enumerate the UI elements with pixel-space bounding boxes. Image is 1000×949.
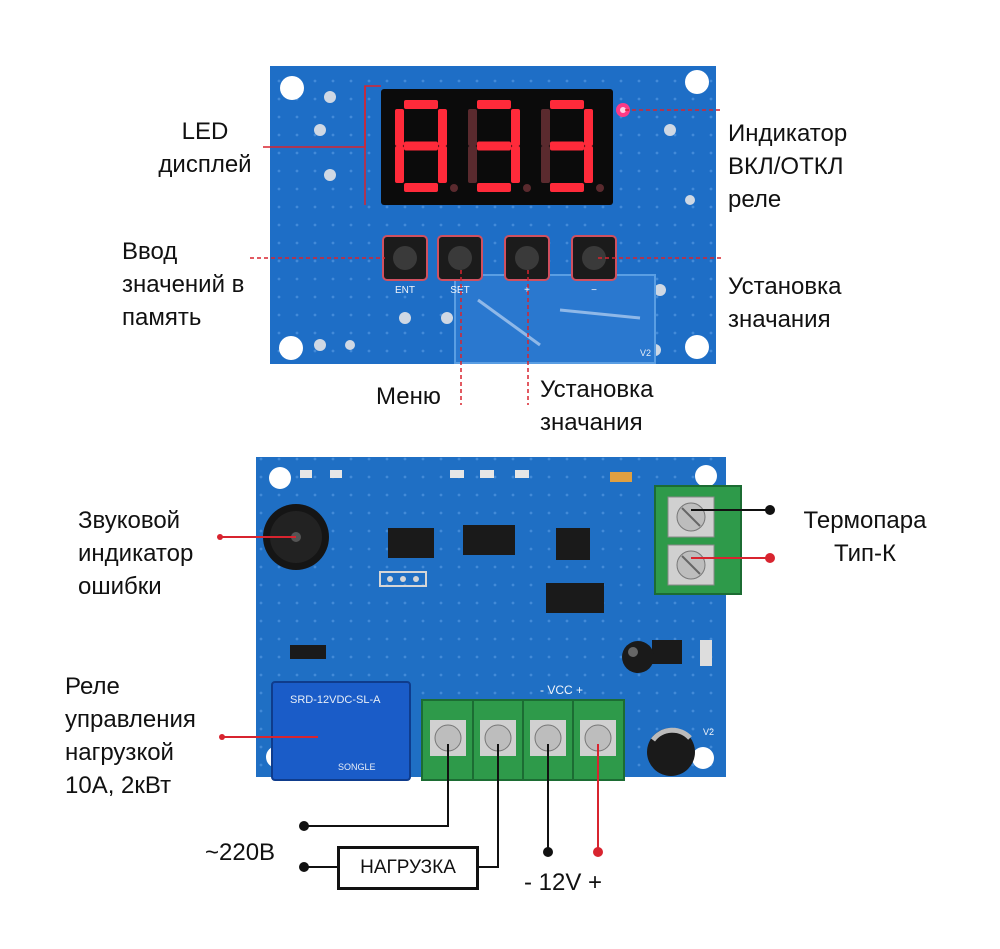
led-segment	[550, 183, 584, 192]
top-board-marking: V2	[640, 348, 651, 358]
label-thermocouple: Термопара Тип-К	[803, 507, 927, 567]
led-segment	[511, 109, 520, 146]
led-segment	[404, 183, 438, 192]
led-digits	[395, 100, 604, 192]
label-load: НАГРУЗКА	[337, 846, 479, 890]
label-set-value-right: Установка значания	[728, 273, 842, 333]
set-button-label: SET	[450, 285, 469, 296]
mount-hole-icon	[279, 336, 303, 360]
label-menu: Меню	[376, 383, 441, 410]
mount-hole-icon	[695, 465, 717, 487]
led-segment	[395, 146, 404, 183]
led-segment	[438, 146, 447, 183]
power-terminal	[421, 699, 625, 781]
ic-chip	[388, 528, 434, 558]
mount-hole-icon	[280, 76, 304, 100]
minus-button[interactable]: −	[571, 235, 617, 296]
label-led-display: LED дисплей	[158, 118, 252, 178]
callout-dots	[217, 505, 775, 872]
led-segment	[404, 141, 438, 151]
label-mains: ~220В	[205, 839, 276, 866]
ic-chip	[546, 583, 604, 613]
label-supply: - 12V +	[524, 869, 603, 896]
bottom-board-marking: V2	[703, 727, 714, 737]
mount-hole-icon	[269, 467, 291, 489]
set-button[interactable]: SET	[437, 235, 483, 296]
led-segment	[584, 146, 593, 183]
led-segment	[541, 146, 550, 183]
led-segment	[477, 183, 511, 192]
mount-hole-icon	[692, 747, 714, 769]
label-set-value-bottom: Установка значания	[540, 376, 654, 436]
led-segment	[550, 100, 584, 109]
plus-button[interactable]: +	[504, 235, 550, 296]
led-decimal-point	[523, 184, 531, 192]
capacitor-icon	[647, 728, 695, 776]
callout-lines	[220, 85, 770, 868]
led-segment	[468, 146, 477, 183]
led-segment	[541, 109, 550, 146]
label-relay-load: Реле управления нагрузкой 10А, 2кВт	[65, 673, 196, 799]
led-segment	[468, 109, 477, 146]
ent-button[interactable]: ENT	[382, 235, 428, 296]
thermocouple-terminal	[654, 485, 742, 595]
ic-chip	[463, 525, 515, 555]
relay-brand: SONGLE	[338, 762, 376, 772]
plus-button-label: +	[524, 285, 530, 296]
label-buzzer: Звуковой индикатор ошибки	[78, 507, 194, 600]
led-segment	[511, 146, 520, 183]
relay-marking: SRD-12VDC-SL-A	[290, 694, 381, 706]
label-enter-memory: Ввод значений в память	[122, 238, 245, 331]
mount-hole-icon	[685, 70, 709, 94]
led-segment	[584, 109, 593, 146]
led-decimal-point	[450, 184, 458, 192]
vcc-label: - VCC +	[540, 683, 583, 697]
ic-chip	[556, 528, 590, 560]
minus-button-label: −	[591, 285, 597, 296]
bottom-board: SRD-12VDC-SL-A SONGLE - VCC + V2	[256, 457, 742, 781]
top-board: ENT SET + − V2	[270, 66, 716, 364]
led-decimal-point	[596, 184, 604, 192]
led-segment	[395, 109, 404, 146]
led-segment	[550, 141, 584, 151]
ent-button-label: ENT	[395, 285, 415, 296]
led-segment	[404, 100, 438, 109]
led-segment	[438, 109, 447, 146]
led-segment	[477, 100, 511, 109]
label-relay-indicator: Индикатор ВКЛ/ОТКЛ реле	[728, 120, 848, 213]
led-segment	[477, 141, 511, 151]
mount-hole-icon	[685, 335, 709, 359]
relay-module: SRD-12VDC-SL-A SONGLE	[271, 681, 411, 781]
